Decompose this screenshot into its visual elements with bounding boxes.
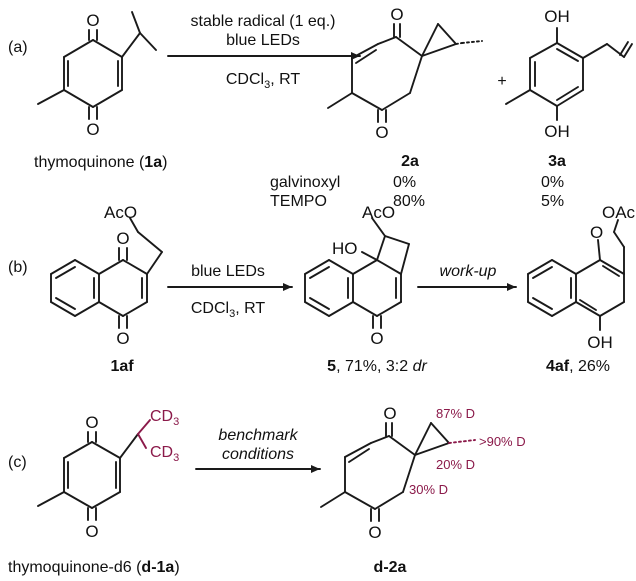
hydroxyl-group: OH <box>587 333 613 352</box>
hydroxyl-group: OH <box>544 7 570 26</box>
cyclobutane-intermediate-structure <box>304 217 410 329</box>
starting-material-caption: thymoquinone (1a) <box>34 154 167 171</box>
panel-label-a: (a) <box>8 39 28 56</box>
carbonyl-oxygen: O <box>86 11 99 30</box>
yield-2a-galvinoxyl: 0% <box>393 174 416 191</box>
product-label-4af: 4af, 26% <box>546 358 610 375</box>
carbonyl-oxygen: O <box>370 329 383 348</box>
reaction-condition: blue LEDs <box>226 32 300 49</box>
hydroxyl-group: OH <box>544 122 570 141</box>
acetoxy-group: OAc <box>602 203 636 222</box>
reagent-tempo: TEMPO <box>270 193 327 210</box>
carbonyl-oxygen: O <box>390 5 403 24</box>
reaction-condition: stable radical (1 eq.) <box>191 13 336 30</box>
product-label-d2a: d-2a <box>374 559 407 576</box>
trideuteromethyl-group: CD3 <box>150 444 179 464</box>
panel-label-b: (b) <box>8 259 28 276</box>
trideuteromethyl-group: CD3 <box>150 408 179 428</box>
reaction-condition: benchmark <box>218 427 298 444</box>
naphthofuran-structure <box>527 219 625 331</box>
reagent-galvinoxyl: galvinoxyl <box>270 174 340 191</box>
hydroquinone-structure <box>505 27 633 121</box>
carbonyl-oxygen: O <box>116 229 129 248</box>
reaction-solvent: CDCl3, RT <box>191 300 266 320</box>
yield-3a-tempo: 5% <box>541 193 564 210</box>
thymoquinone-structure <box>37 11 157 120</box>
product-label-2a: 2a <box>401 153 419 170</box>
carbonyl-oxygen: O <box>383 404 396 423</box>
acetoxy-group: AcO <box>362 203 395 222</box>
deuterium-incorporation-label: 30% D <box>409 482 448 497</box>
starting-material-label-1af: 1af <box>110 358 134 375</box>
deuterium-incorporation-label: 87% D <box>436 406 475 421</box>
panel-label-c: (c) <box>8 454 27 471</box>
yield-2a-tempo: 80% <box>393 193 425 210</box>
acetoxy-group: AcO <box>104 203 137 222</box>
deuterated-thymoquinone-structure <box>37 419 151 521</box>
product-label-3a: 3a <box>548 153 566 170</box>
reaction-condition: blue LEDs <box>191 263 265 280</box>
reaction-condition: work-up <box>440 263 497 280</box>
carbonyl-oxygen: O <box>375 123 388 142</box>
carbonyl-oxygen: O <box>368 523 381 542</box>
spirocyclopropane-structure <box>327 23 483 123</box>
deuterium-incorporation-label: >90% D <box>479 434 526 449</box>
naphthoquinone-structure <box>50 217 163 329</box>
starting-material-caption: thymoquinone-d6 (d-1a) <box>8 559 180 576</box>
carbonyl-oxygen: O <box>86 120 99 139</box>
hydroxyl-group: HO <box>332 239 358 258</box>
furan-oxygen: O <box>590 223 603 242</box>
plus-sign: + <box>497 73 506 90</box>
deuterium-incorporation-label: 20% D <box>436 457 475 472</box>
carbonyl-oxygen: O <box>116 329 129 348</box>
yield-3a-galvinoxyl: 0% <box>541 174 564 191</box>
carbonyl-oxygen: O <box>85 522 98 541</box>
reaction-condition: conditions <box>222 446 294 463</box>
reaction-solvent: CDCl3, RT <box>226 71 301 91</box>
carbonyl-oxygen: O <box>85 413 98 432</box>
deuterated-spirocyclopropane-structure <box>320 422 476 522</box>
intermediate-label: 5, 71%, 3:2 dr <box>327 358 427 375</box>
